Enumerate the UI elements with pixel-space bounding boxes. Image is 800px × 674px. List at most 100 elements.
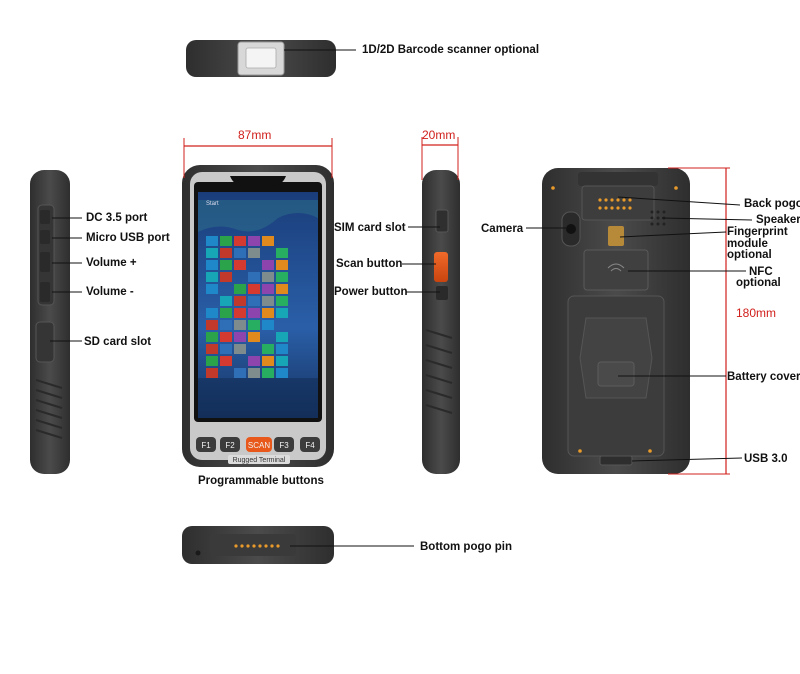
right-side-view xyxy=(402,137,460,474)
label-barcode-scanner: 1D/2D Barcode scanner optional xyxy=(362,44,540,56)
screen-tile xyxy=(206,368,218,378)
screen-tile xyxy=(276,296,288,306)
screen-tile xyxy=(220,260,232,270)
screen-tile xyxy=(234,248,246,258)
screen-tile xyxy=(220,308,232,318)
screen-tiles: Start xyxy=(206,201,288,378)
screen-tile xyxy=(276,344,288,354)
screen-tile xyxy=(234,344,246,354)
screen-tile xyxy=(206,248,218,258)
label-nfc-1: NFC xyxy=(749,266,773,278)
screen-tile xyxy=(248,356,260,366)
screen-tile xyxy=(234,236,246,246)
pogo-pin xyxy=(234,544,238,548)
screen-tile xyxy=(262,260,274,270)
screen-tile xyxy=(248,284,260,294)
screen-tile xyxy=(276,248,288,258)
screen-tile xyxy=(248,248,260,258)
label-volume-up: Volume + xyxy=(86,257,137,269)
back-view xyxy=(526,167,753,475)
screen-start-label: Start xyxy=(206,201,219,207)
screen-tile xyxy=(276,308,288,318)
screen-tile xyxy=(262,344,274,354)
screen-tile xyxy=(220,296,232,306)
screen-tile xyxy=(206,236,218,246)
screen-tile xyxy=(262,272,274,282)
screen-tile xyxy=(206,320,218,330)
label-power-button: Power button xyxy=(334,286,408,298)
screen-tile xyxy=(206,272,218,282)
screen-tile xyxy=(276,332,288,342)
key-f3: F3 xyxy=(274,437,294,452)
screen-tile xyxy=(220,320,232,330)
key-f1: F1 xyxy=(196,437,216,452)
left-side-view xyxy=(30,170,82,474)
screen-tile xyxy=(262,320,274,330)
screen-tile xyxy=(234,260,246,270)
screen-tile xyxy=(262,236,274,246)
screen-tile xyxy=(234,368,246,378)
svg-text:SCAN: SCAN xyxy=(248,441,270,450)
key-f4: F4 xyxy=(300,437,320,452)
screen-tile xyxy=(234,308,246,318)
svg-text:F4: F4 xyxy=(305,441,315,450)
screen-tile xyxy=(276,356,288,366)
programmable-keys: F1 F2 SCAN F3 F4 xyxy=(196,437,320,452)
screen-tile xyxy=(206,308,218,318)
screen-tile xyxy=(220,248,232,258)
screen-tile xyxy=(206,356,218,366)
screen-tile xyxy=(276,272,288,282)
pogo-pin xyxy=(252,544,256,548)
width-dimension: 87mm xyxy=(238,128,272,142)
screen-tile xyxy=(206,284,218,294)
label-fingerprint-3: optional xyxy=(727,249,772,261)
label-battery-cover: Battery cover xyxy=(727,371,800,383)
screen-tile xyxy=(262,308,274,318)
svg-text:F3: F3 xyxy=(279,441,289,450)
label-programmable-buttons: Programmable buttons xyxy=(198,475,324,487)
pogo-pin xyxy=(276,544,280,548)
screen-tile xyxy=(206,344,218,354)
label-dc-port: DC 3.5 port xyxy=(86,212,148,224)
label-usb3: USB 3.0 xyxy=(744,453,788,465)
screen-tile xyxy=(220,332,232,342)
screen-tile xyxy=(220,236,232,246)
screen-tile xyxy=(262,368,274,378)
thickness-dimension: 20mm xyxy=(422,128,456,142)
screen-tile xyxy=(206,260,218,270)
label-bottom-pogo: Bottom pogo pin xyxy=(420,541,512,553)
screen-tile xyxy=(206,332,218,342)
screen-tile xyxy=(276,260,288,270)
bottom-view xyxy=(182,526,414,564)
screen-tile xyxy=(248,368,260,378)
pogo-pin xyxy=(246,544,250,548)
screen-tile xyxy=(262,356,274,366)
screen-tile xyxy=(276,284,288,294)
screen-tile xyxy=(234,296,246,306)
label-nfc-2: optional xyxy=(736,277,781,289)
pogo-pin xyxy=(264,544,268,548)
pogo-pin xyxy=(258,544,262,548)
screen-tile xyxy=(234,284,246,294)
screen-tile xyxy=(262,296,274,306)
label-micro-usb: Micro USB port xyxy=(86,232,170,244)
screen-tile xyxy=(262,284,274,294)
screen-tile xyxy=(248,308,260,318)
label-scan-button: Scan button xyxy=(336,258,403,270)
screen-tile xyxy=(248,332,260,342)
key-f2: F2 xyxy=(220,437,240,452)
label-fingerprint-1: Fingerprint xyxy=(727,226,788,238)
pogo-pin xyxy=(270,544,274,548)
height-dimension: 180mm xyxy=(736,306,777,320)
screen-tile xyxy=(234,320,246,330)
screen-tile xyxy=(248,296,260,306)
screen-tile xyxy=(248,236,260,246)
screen-tile xyxy=(248,272,260,282)
label-volume-down: Volume - xyxy=(86,286,134,298)
screen-tile xyxy=(220,344,232,354)
screen-tile xyxy=(248,320,260,330)
screen-tile xyxy=(220,356,232,366)
key-scan: SCAN xyxy=(246,437,272,452)
